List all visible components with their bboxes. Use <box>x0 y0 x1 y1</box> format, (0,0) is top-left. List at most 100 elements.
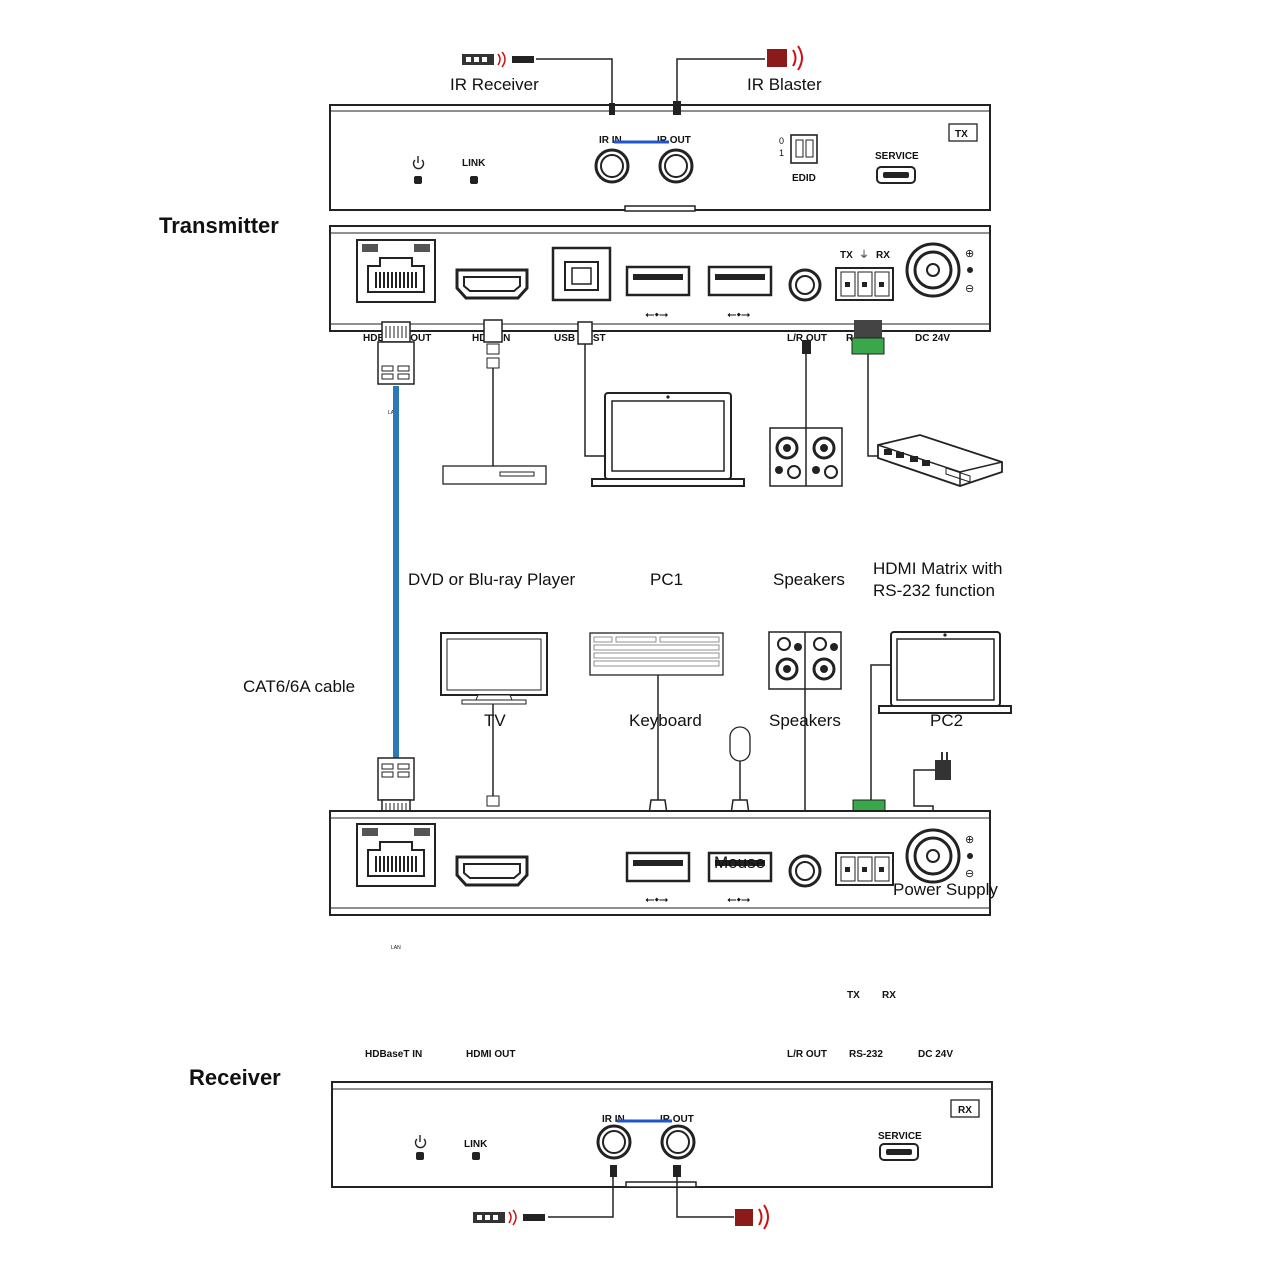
cable-label: CAT6/6A cable <box>243 677 355 696</box>
rx-back-panel: ⭠⬩⭢ ⭠⬩⭢ ⊕ ⊖ <box>329 810 991 916</box>
power-led <box>414 176 422 184</box>
ir-blaster-label: IR Blaster <box>747 75 822 94</box>
usb-icon: ⭠⬩⭢ <box>727 307 751 321</box>
rx-power-led <box>416 1152 424 1160</box>
tx-rs232-terminal[interactable] <box>835 267 894 301</box>
rx-usb-a-port-2[interactable] <box>707 851 773 883</box>
rx-ir-out-plug <box>673 1165 681 1177</box>
matrix-label-1: HDMI Matrix with <box>873 559 1002 578</box>
rx-dc-label: DC 24V <box>918 1049 953 1060</box>
mouse-label: Mouse <box>714 853 765 872</box>
rx-rs232-label: RS-232 <box>849 1049 883 1060</box>
rx-badge <box>950 1099 980 1118</box>
speakers-tx-icon <box>769 427 843 487</box>
tx-rs232-tx-label: TX <box>840 250 853 261</box>
hdmi-matrix-icon <box>877 434 1003 487</box>
rx-hdbaset-in-label: HDBaseT IN <box>365 1049 422 1060</box>
lan-label-bottom: LAN <box>391 945 401 951</box>
terminal-plug-tx <box>851 320 885 355</box>
hdmi-plug-dvd <box>483 319 503 369</box>
tx-dc-label: DC 24V <box>915 333 950 344</box>
rx-rs232-rx-label: RX <box>882 990 896 1001</box>
pc1-label: PC1 <box>650 570 683 589</box>
keyboard-label: Keyboard <box>629 711 702 730</box>
ir-receiver-icon <box>462 51 534 68</box>
rx-ir-in-plug <box>610 1165 617 1177</box>
power-icon <box>414 1135 427 1149</box>
rx-front-panel: LINK IR IN IR OUT SERVICE RX <box>331 1081 993 1188</box>
dvd-player-icon <box>442 465 547 485</box>
rx-dc-jack[interactable] <box>905 828 961 884</box>
tx-rs232-rx-label: RX <box>876 250 890 261</box>
edid-1: 1 <box>779 148 784 158</box>
rx-lr-out-label: L/R OUT <box>787 1049 827 1060</box>
polarity-dot <box>967 853 973 859</box>
rx-rs232-terminal[interactable] <box>835 852 894 886</box>
tx-usb-a-port-1[interactable] <box>625 265 691 297</box>
rx-link-led <box>472 1152 480 1160</box>
laptop-pc2-icon <box>878 631 1012 714</box>
link-led <box>470 176 478 184</box>
tx-service-label: SERVICE <box>875 151 919 162</box>
tx-ir-in-label: IR IN <box>599 135 622 146</box>
mouse-icon <box>729 726 751 762</box>
polarity-dot <box>967 267 973 273</box>
usb-plug-pc1 <box>577 321 593 345</box>
tx-usb-a-port-2[interactable] <box>707 265 773 297</box>
usb-icon: ⭠⬩⭢ <box>645 307 669 321</box>
speakers-rx-label: Speakers <box>769 711 841 730</box>
transmitter-title: Transmitter <box>159 213 279 238</box>
receiver-title: Receiver <box>189 1065 281 1090</box>
usb-icon: ⭠⬩⭢ <box>727 892 751 906</box>
rx-hdmi-out-label: HDMI OUT <box>466 1049 515 1060</box>
tx-dc-jack[interactable] <box>905 242 961 298</box>
ir-blaster-bottom-icon <box>735 1204 769 1230</box>
usb-icon: ⭠⬩⭢ <box>645 892 669 906</box>
rj45-plug-top <box>377 321 415 385</box>
tx-link-label: LINK <box>462 158 486 169</box>
minus-icon: ⊖ <box>965 283 974 295</box>
tv-icon <box>440 632 548 705</box>
tx-badge-text: TX <box>955 129 968 140</box>
plus-icon: ⊕ <box>965 834 974 846</box>
rx-hdbaset-port[interactable] <box>356 823 436 887</box>
tx-back-panel: ⭠⬩⭢ ⭠⬩⭢ TX ⏚ RX ⊕ ⊖ HDBaseT OUT HDMI IN … <box>329 225 991 344</box>
rx-ir-in-label: IR IN <box>602 1114 625 1125</box>
laptop-pc1-icon <box>591 392 745 487</box>
tx-badge <box>948 123 978 142</box>
dvd-label: DVD or Blu-ray Player <box>408 570 576 589</box>
keyboard-icon <box>589 632 724 676</box>
tx-edid-label: EDID <box>792 173 816 184</box>
rx-rs232-tx-label: TX <box>847 990 860 1001</box>
speakers-rx-icon <box>768 631 842 690</box>
edid-0: 0 <box>779 136 784 146</box>
tx-lr-out-label: L/R OUT <box>787 333 827 344</box>
minus-icon: ⊖ <box>965 868 974 880</box>
ir-blaster-icon <box>767 45 803 71</box>
rx-service-label: SERVICE <box>878 1131 922 1142</box>
tx-hdmi-port[interactable] <box>455 268 529 300</box>
tx-front-panel: LINK IR IN IR OUT 0 1 EDID SERVICE TX <box>329 101 991 212</box>
rx-badge-text: RX <box>958 1105 972 1116</box>
power-supply-label: Power Supply <box>893 880 998 899</box>
power-adapter-icon <box>935 752 951 780</box>
rx-usb-a-port-1[interactable] <box>625 851 691 883</box>
ir-receiver-bottom-icon <box>473 1209 545 1226</box>
rx-hdmi-port[interactable] <box>455 855 529 887</box>
ground-icon: ⏚ <box>859 249 869 261</box>
rx-link-label: LINK <box>464 1139 488 1150</box>
tx-hdbaset-port[interactable] <box>356 239 436 303</box>
speakers-tx-label: Speakers <box>773 570 845 589</box>
power-icon <box>412 156 425 170</box>
pc2-label: PC2 <box>930 711 963 730</box>
tv-label: TV <box>484 711 506 730</box>
rx-ir-out-label: IR OUT <box>660 1114 694 1125</box>
tx-usb-b-port[interactable] <box>551 246 612 302</box>
audio-plug-tx <box>802 340 811 354</box>
tx-ir-out-label: IR OUT <box>657 135 691 146</box>
ir-receiver-label: IR Receiver <box>450 75 539 94</box>
matrix-label-2: RS-232 function <box>873 581 995 600</box>
plus-icon: ⊕ <box>965 248 974 260</box>
